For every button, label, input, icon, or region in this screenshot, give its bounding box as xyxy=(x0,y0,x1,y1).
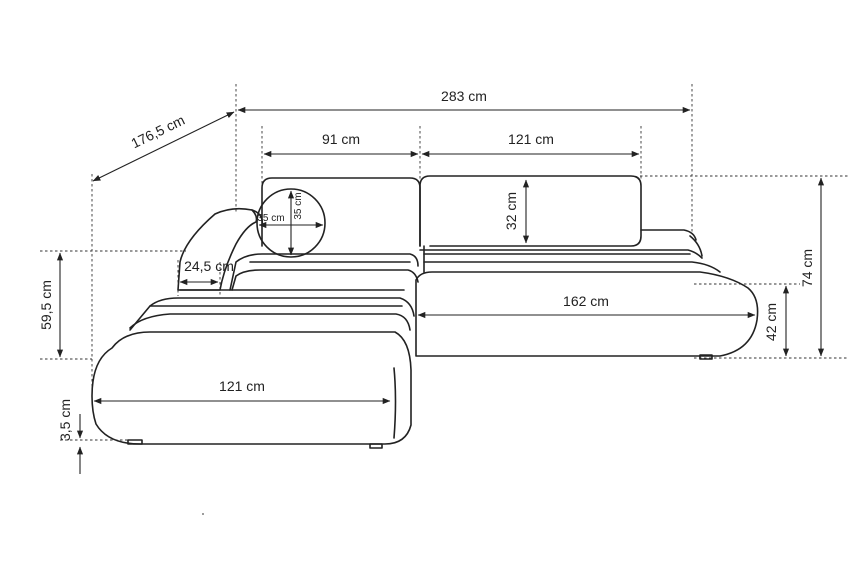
label-back-right: 121 cm xyxy=(508,131,554,147)
right-seat xyxy=(415,271,759,357)
label-seat-length: 162 cm xyxy=(563,293,609,309)
label-seat-height-left: 59,5 cm xyxy=(38,280,54,330)
chaise-body xyxy=(91,331,412,445)
dimension-arrows xyxy=(56,106,825,474)
leg-left xyxy=(127,439,143,445)
armrest xyxy=(177,207,258,291)
arrow-depth xyxy=(92,111,235,182)
back-right-extension xyxy=(640,229,697,241)
sofa-outline xyxy=(91,175,759,449)
label-back-left: 91 cm xyxy=(322,131,360,147)
label-seat-height-right: 42 cm xyxy=(763,303,779,341)
label-total-height: 74 cm xyxy=(799,249,815,287)
label-back-cushion-height: 32 cm xyxy=(503,192,519,230)
dimension-labels: 283 cm 176,5 cm 91 cm 121 cm 32 cm 35 cm… xyxy=(38,88,815,441)
label-leg-height: 3,5 cm xyxy=(57,399,73,441)
label-armrest-width: 24,5 cm xyxy=(184,258,234,274)
label-pillow-height: 35 cm xyxy=(293,192,304,219)
back-cushion-right xyxy=(419,175,642,247)
label-depth: 176,5 cm xyxy=(128,112,187,152)
label-chaise-length: 121 cm xyxy=(219,378,265,394)
leg-right xyxy=(699,354,713,360)
leg-middle xyxy=(369,443,383,449)
round-pillow xyxy=(256,188,326,258)
label-pillow-width: 35 cm xyxy=(257,213,284,224)
back-cushion-left xyxy=(261,177,421,247)
label-total-width: 283 cm xyxy=(441,88,487,104)
stray-dot xyxy=(202,513,204,515)
